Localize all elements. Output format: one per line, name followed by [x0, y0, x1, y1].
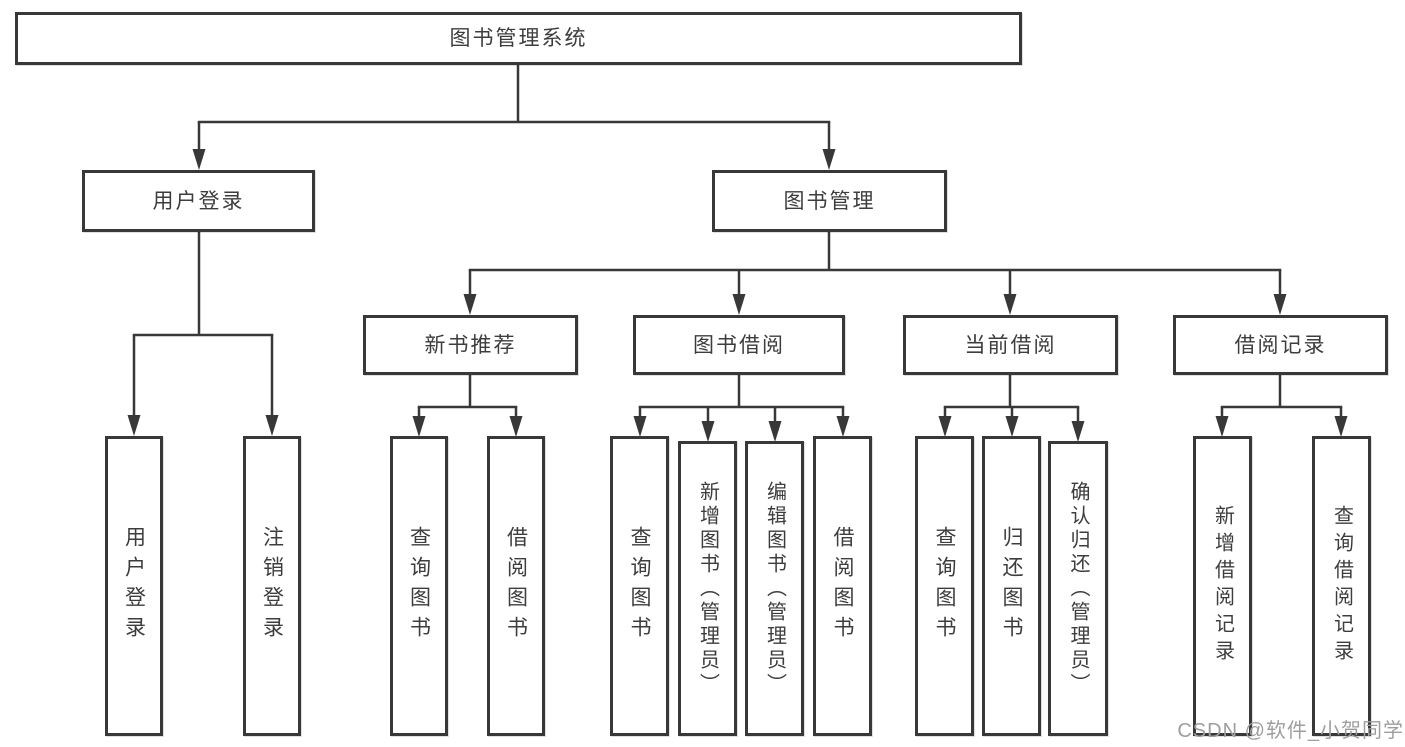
leaf-edit-books-admin: 编辑图书（管理员）	[745, 441, 804, 736]
node-book-borrow: 图书借阅	[633, 315, 845, 375]
leaf-user-login: 用户登录	[105, 436, 163, 736]
arrowhead-icon	[1334, 416, 1348, 437]
arrowhead-icon	[127, 415, 141, 436]
leaf-add-books-admin: 新增图书（管理员）	[678, 441, 737, 736]
leaf-return-books: 归还图书	[982, 436, 1041, 736]
node-current-borrow: 当前借阅	[903, 315, 1118, 375]
leaf-query-books-3: 查询图书	[915, 436, 974, 736]
arrowhead-icon	[1003, 294, 1017, 315]
node-new-book-recommend: 新书推荐	[363, 315, 578, 375]
arrowhead-icon	[701, 421, 715, 442]
arrowhead-icon	[463, 294, 477, 315]
arrowhead-icon	[836, 416, 850, 437]
leaf-logout: 注销登录	[243, 436, 301, 736]
leaf-confirm-return-admin: 确认归还（管理员）	[1048, 441, 1108, 736]
leaf-borrow-books-2: 借阅图书	[813, 436, 872, 736]
node-user-login: 用户登录	[82, 170, 315, 232]
node-borrow-record: 借阅记录	[1173, 315, 1388, 375]
arrowhead-icon	[822, 149, 836, 170]
arrowhead-icon	[192, 149, 206, 170]
csdn-watermark: CSDN @软件_小贺同学	[1177, 720, 1404, 742]
arrowheads	[127, 149, 1348, 442]
node-library-management-system: 图书管理系统	[15, 12, 1022, 65]
arrowhead-icon	[633, 416, 647, 437]
leaf-borrow-books-1: 借阅图书	[487, 436, 545, 736]
arrowhead-icon	[732, 294, 746, 315]
arrowhead-icon	[1005, 416, 1019, 437]
arrowhead-icon	[509, 416, 523, 437]
arrowhead-icon	[1071, 421, 1085, 442]
arrowhead-icon	[412, 416, 426, 437]
arrowhead-icon	[1215, 416, 1229, 437]
leaf-query-borrow-record: 查询借阅记录	[1312, 436, 1371, 736]
leaf-query-books-1: 查询图书	[390, 436, 448, 736]
arrowhead-icon	[938, 416, 952, 437]
leaf-add-borrow-record: 新增借阅记录	[1193, 436, 1252, 736]
leaf-query-books-2: 查询图书	[610, 436, 669, 736]
node-book-management: 图书管理	[712, 170, 947, 232]
arrowhead-icon	[265, 415, 279, 436]
arrowhead-icon	[1273, 294, 1287, 315]
arrowhead-icon	[768, 421, 782, 442]
